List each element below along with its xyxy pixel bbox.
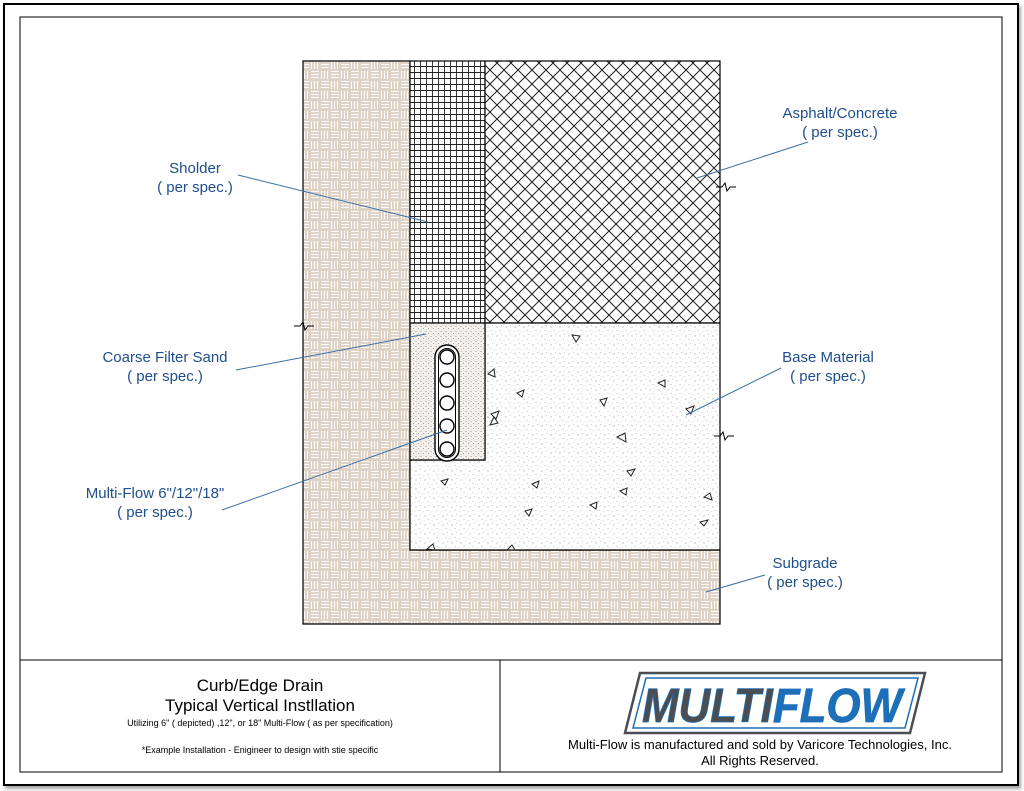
title-line-2: Typical Vertical Instllation bbox=[165, 696, 355, 715]
label-sand-note: ( per spec.) bbox=[127, 368, 203, 385]
label-shoulder-name: Sholder bbox=[169, 160, 221, 177]
company-line-2: All Rights Reserved. bbox=[701, 753, 819, 768]
title-line-1: Curb/Edge Drain bbox=[196, 676, 324, 695]
company-line-1: Multi-Flow is manufactured and sold by V… bbox=[568, 737, 952, 752]
label-subgrade: Subgrade ( per spec.) bbox=[745, 554, 865, 592]
label-asphalt-name: Asphalt/Concrete bbox=[782, 105, 898, 122]
label-multiflow: Multi-Flow 6"/12"/18" ( per spec.) bbox=[65, 484, 245, 522]
label-shoulder-note: ( per spec.) bbox=[157, 179, 233, 196]
label-multiflow-note: ( per spec.) bbox=[117, 504, 193, 521]
multiflow-logo: MULTIFLOW bbox=[623, 671, 927, 735]
label-base-note: ( per spec.) bbox=[790, 368, 866, 385]
asphalt-region bbox=[484, 60, 721, 324]
label-base-name: Base Material bbox=[782, 349, 874, 366]
label-sand: Coarse Filter Sand ( per spec.) bbox=[85, 348, 245, 386]
label-base: Base Material ( per spec.) bbox=[758, 348, 898, 386]
break-marks bbox=[294, 181, 736, 442]
label-shoulder: Sholder ( per spec.) bbox=[135, 159, 255, 197]
shoulder-region bbox=[409, 60, 486, 324]
title-note: *Example Installation - Enigineer to des… bbox=[141, 745, 379, 755]
logo-text: MULTIFLOW bbox=[642, 680, 905, 733]
label-multiflow-name: Multi-Flow 6"/12"/18" bbox=[85, 485, 225, 502]
leader-lines bbox=[221, 141, 809, 593]
label-asphalt-note: ( per spec.) bbox=[802, 124, 878, 141]
drawing-border bbox=[19, 16, 1003, 773]
label-asphalt: Asphalt/Concrete ( per spec.) bbox=[760, 104, 920, 142]
title-subtitle: Utilizing 6" ( depicted) ,12", or 18" Mu… bbox=[127, 718, 393, 728]
label-subgrade-name: Subgrade bbox=[772, 555, 838, 572]
sheet-border bbox=[3, 3, 1019, 786]
label-subgrade-note: ( per spec.) bbox=[767, 574, 843, 591]
multiflow-drain bbox=[434, 344, 460, 462]
label-sand-name: Coarse Filter Sand bbox=[102, 349, 228, 366]
aggregate-stones bbox=[425, 334, 713, 551]
